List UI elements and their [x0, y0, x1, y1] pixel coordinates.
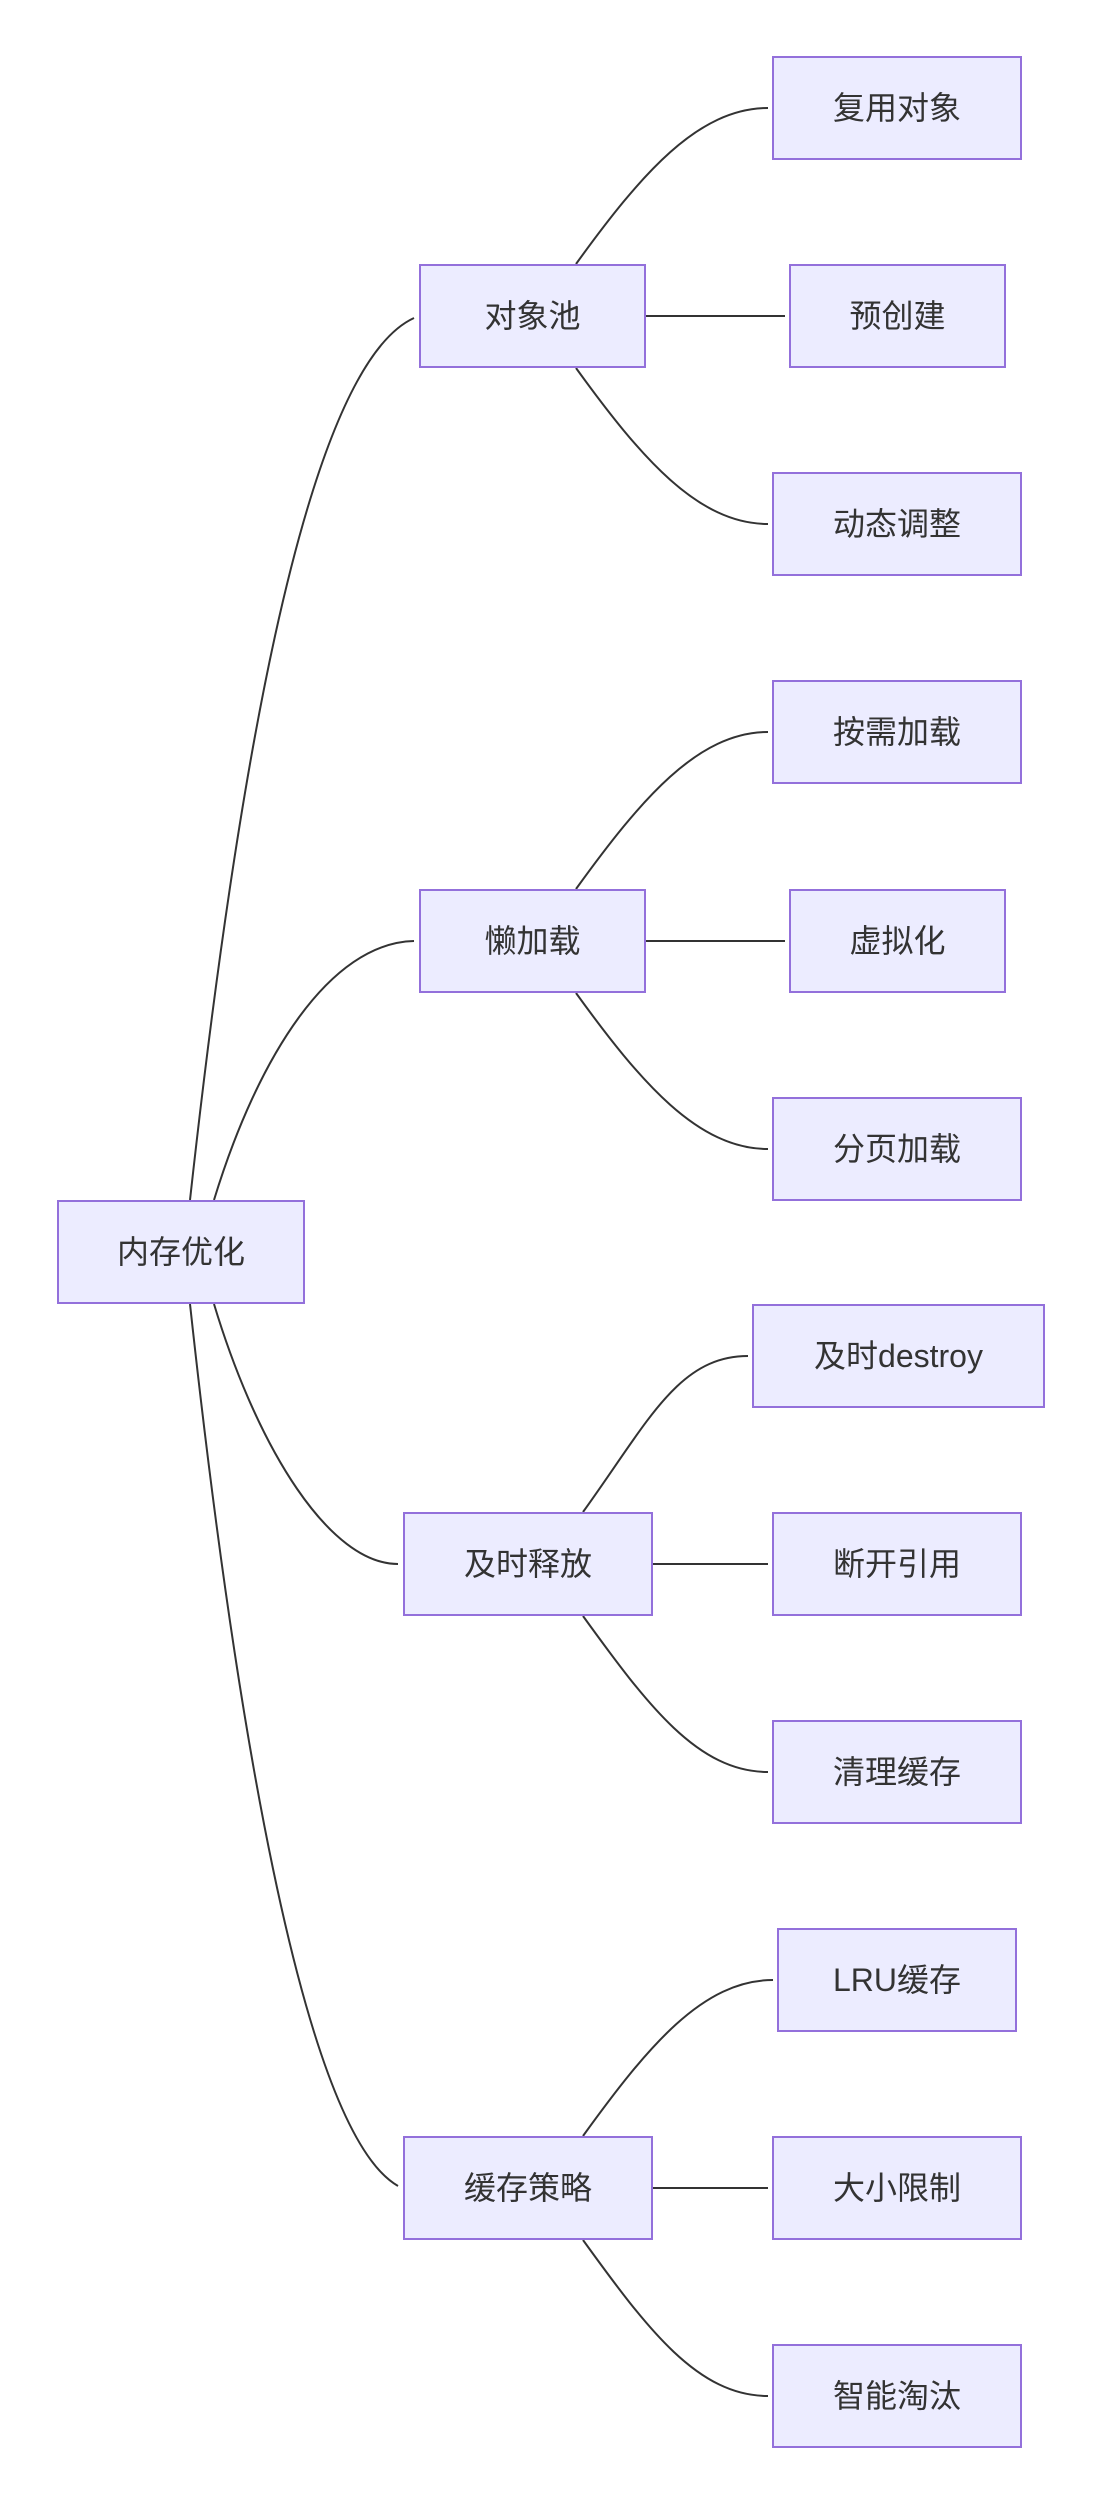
edge-lazy-load-paged-load	[575, 992, 769, 1150]
edge-memory-optimization-cache-strategy	[189, 1303, 399, 2187]
edge-memory-optimization-lazy-load	[213, 940, 415, 1201]
node-timely-release: 及时释放	[403, 1512, 653, 1616]
node-lazy-load: 懒加载	[419, 889, 646, 993]
edge-cache-strategy-smart-eviction	[582, 2239, 769, 2397]
edge-object-pool-reuse-objects	[575, 107, 769, 265]
edge-cache-strategy-lru-cache	[582, 1979, 774, 2137]
edge-memory-optimization-timely-release	[213, 1303, 399, 1565]
node-cache-strategy: 缓存策略	[403, 2136, 653, 2240]
node-break-references: 断开引用	[772, 1512, 1022, 1616]
edge-lazy-load-on-demand-load	[575, 731, 769, 890]
edge-timely-release-timely-destroy	[582, 1355, 749, 1513]
node-on-demand-load: 按需加载	[772, 680, 1022, 784]
node-pre-create: 预创建	[789, 264, 1006, 368]
node-virtualization: 虚拟化	[789, 889, 1006, 993]
edge-memory-optimization-object-pool	[189, 317, 415, 1201]
node-clear-cache: 清理缓存	[772, 1720, 1022, 1824]
node-reuse-objects: 复用对象	[772, 56, 1022, 160]
node-timely-destroy: 及时destroy	[752, 1304, 1045, 1408]
node-memory-optimization: 内存优化	[57, 1200, 305, 1304]
edge-timely-release-clear-cache	[582, 1615, 769, 1773]
node-paged-load: 分页加载	[772, 1097, 1022, 1201]
node-size-limit: 大小限制	[772, 2136, 1022, 2240]
edge-object-pool-dynamic-resize	[575, 367, 769, 525]
node-object-pool: 对象池	[419, 264, 646, 368]
node-smart-eviction: 智能淘汰	[772, 2344, 1022, 2448]
node-dynamic-resize: 动态调整	[772, 472, 1022, 576]
node-lru-cache: LRU缓存	[777, 1928, 1017, 2032]
